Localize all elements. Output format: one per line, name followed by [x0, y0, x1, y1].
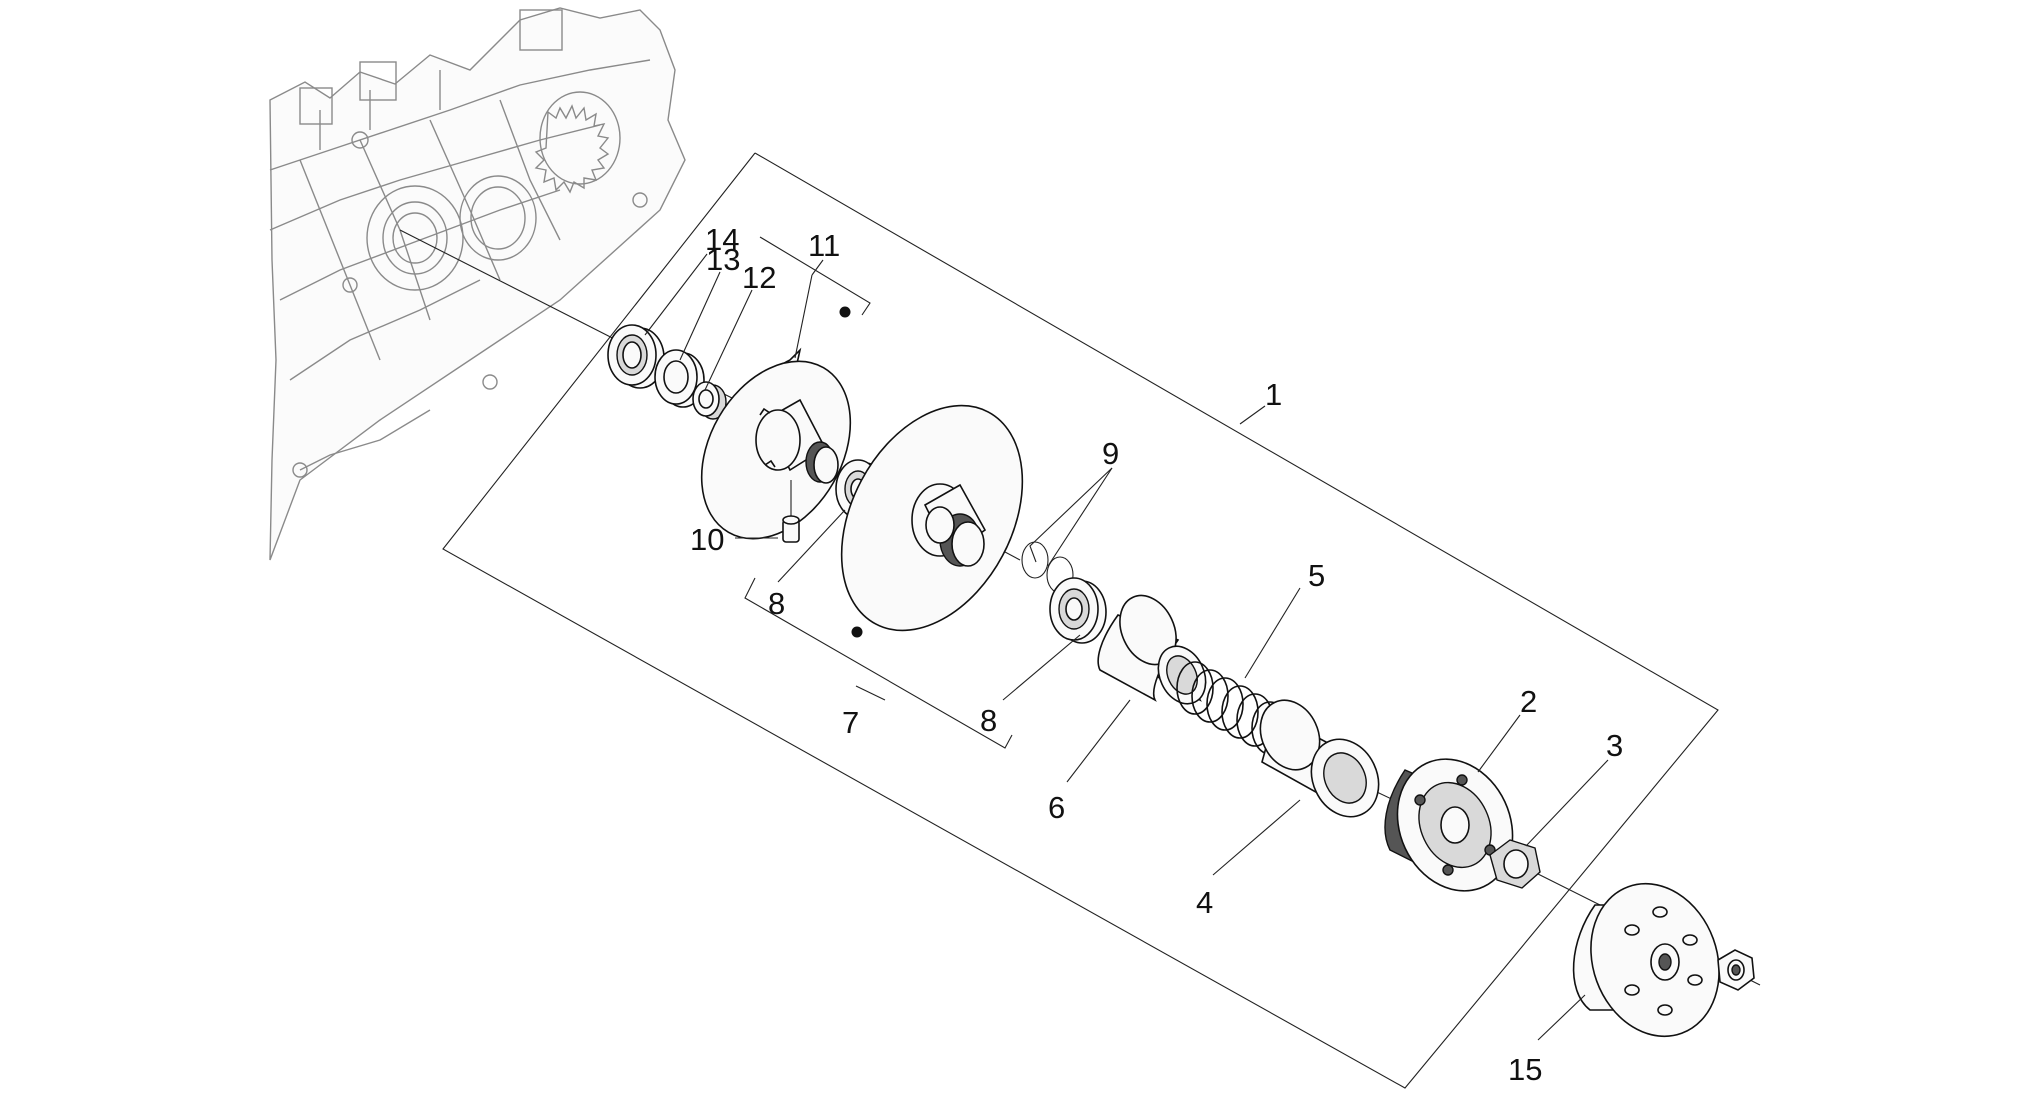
- callout-6: 6: [1048, 790, 1065, 825]
- bushing-6: [1097, 594, 1207, 705]
- callout-4: 4: [1196, 885, 1213, 920]
- callout-10: 10: [690, 522, 724, 557]
- callout-15: 15: [1508, 1052, 1542, 1087]
- callout-5: 5: [1308, 558, 1325, 593]
- crankcase-housing: [269, 7, 686, 561]
- fixed-half-pulley-11: [700, 347, 852, 540]
- reference-dot-upper: [839, 306, 851, 318]
- flange-nut: [1717, 949, 1755, 991]
- callout-9: 9: [1102, 436, 1119, 471]
- group-bracket-11: [759, 236, 871, 316]
- callout-8-upper: 8: [768, 586, 785, 621]
- callout-3: 3: [1606, 728, 1623, 763]
- leader-lines: [644, 253, 1609, 1041]
- callout-14: 14: [705, 222, 739, 257]
- callout-8-lower: 8: [980, 703, 997, 738]
- clutch-2: [1384, 758, 1514, 892]
- callout-labels: 1 2 3 4 5 6 7 8 8 9 10 11 12 13 14 15: [690, 222, 1623, 1087]
- needle-bearing-12: [692, 381, 727, 420]
- pin-10: [735, 480, 800, 543]
- bearing-14: [607, 324, 665, 389]
- callout-11: 11: [808, 228, 840, 263]
- movable-half-pulley-7: [840, 404, 1024, 632]
- reference-dot-lower: [851, 626, 863, 638]
- callout-1: 1: [1265, 377, 1282, 412]
- assembly-frame: [442, 152, 1719, 1089]
- clutch-bell-15: [1572, 882, 1720, 1038]
- nut-3: [1489, 839, 1541, 889]
- callout-7: 7: [842, 705, 859, 740]
- spacer-4: [1259, 699, 1380, 818]
- callout-13: 13: [706, 242, 740, 277]
- group-bracket-7: [744, 577, 1013, 749]
- callout-2: 2: [1520, 684, 1537, 719]
- bearing-8-lower: [1049, 577, 1107, 644]
- callout-12: 12: [742, 260, 776, 295]
